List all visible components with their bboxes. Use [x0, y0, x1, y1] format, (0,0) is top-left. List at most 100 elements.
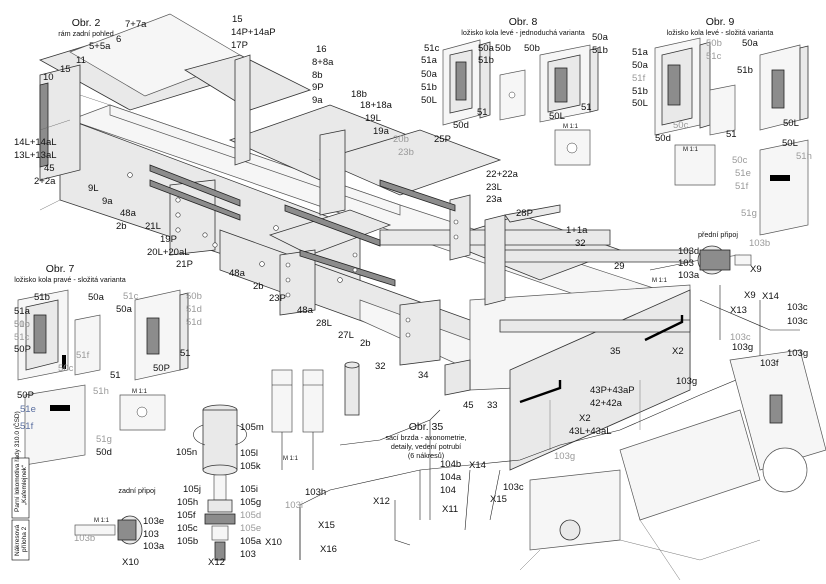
main-part-labels: 7+7a 15 14P+14aP 17P 5+5a 6 16 8+8a 8b 9… — [14, 14, 684, 437]
obr7-part-labels: 51b 50a 51a 50P 50a 51 50P 51 50P 51e 51… — [14, 291, 202, 458]
obr8-bearing-left-simple — [442, 39, 599, 166]
part-label: 10 — [43, 72, 54, 83]
part-label: 105j — [183, 484, 201, 495]
part-label: 2b — [253, 281, 264, 292]
part-label: 51b — [592, 45, 608, 56]
part-label: 103c — [503, 482, 524, 493]
part-label: 105e — [240, 523, 261, 534]
part-label: 28P — [516, 208, 533, 219]
part-label: 50c — [732, 155, 748, 166]
part-label: 18b — [351, 89, 367, 100]
part-label: 51f — [76, 350, 90, 361]
part-label: 51 — [726, 129, 737, 140]
part-label: 105h — [177, 497, 198, 508]
part-label: 105k — [240, 461, 261, 472]
brake-cylinder-assembly — [193, 361, 360, 561]
part-label: X12 — [373, 496, 390, 507]
part-label: 51h — [796, 151, 812, 162]
part-label: 9a — [312, 95, 323, 106]
part-label: 1+1a — [566, 225, 588, 236]
part-label: 103 — [240, 549, 256, 560]
obr35-subtitle-line2: detaily, vedení potrubí — [391, 442, 461, 451]
part-label: 103 — [678, 258, 694, 269]
part-label: 50a — [478, 43, 495, 54]
part-label: 103g — [676, 376, 697, 387]
part-label: 51b — [421, 82, 437, 93]
part-label: 103d — [678, 246, 699, 257]
part-label: 2b — [360, 338, 371, 349]
part-label: X9 — [750, 264, 762, 275]
obr7-bearing-right-complex — [17, 289, 189, 466]
part-label: 50a — [421, 69, 438, 80]
part-label: 51h — [93, 386, 109, 397]
part-label: 43P+43aP — [590, 385, 635, 396]
part-label: 103g — [787, 348, 808, 359]
pipe-part-labels: 103d 103 103a X9 X9 X13 X14 103c 103c 10… — [74, 238, 808, 568]
part-label: 45 — [44, 163, 55, 174]
part-label: 13L+13aL — [14, 150, 57, 161]
part-label: 23a — [486, 194, 503, 205]
part-label: 104a — [440, 472, 462, 483]
part-label: 19L — [365, 113, 381, 124]
part-label: 48a — [297, 305, 314, 316]
part-label: 105a — [240, 536, 262, 547]
scale-label: M 1:1 — [683, 147, 699, 153]
part-label: 45 — [463, 400, 474, 411]
part-label: 50a — [742, 38, 759, 49]
part-label: 15 — [232, 14, 243, 25]
part-label: 50L — [421, 95, 437, 106]
part-label: 51a — [421, 55, 438, 66]
part-label: 51b — [737, 65, 753, 76]
obr35-title: Obr. 35 — [409, 421, 444, 433]
part-label: 51 — [110, 370, 121, 381]
part-label: 103e — [143, 516, 164, 527]
part-label: 51c — [123, 291, 139, 302]
part-label: 14L+14aL — [14, 137, 57, 148]
part-label: 51 — [581, 102, 592, 113]
part-label: 105f — [177, 510, 196, 521]
part-label: 19a — [373, 126, 390, 137]
part-label: 50a — [116, 304, 133, 315]
main-frame-assembly — [38, 13, 691, 471]
part-label: 103i — [285, 500, 303, 511]
part-label: 50a — [632, 60, 649, 71]
brake-part-labels: 105m 105n 105l 105k 105j 105i 105h 105g … — [176, 422, 264, 560]
part-label: X2 — [579, 413, 591, 424]
part-label: 51b — [478, 55, 494, 66]
part-label: 105d — [240, 510, 261, 521]
part-label: 50b — [14, 319, 30, 330]
part-label: 50c — [673, 120, 689, 131]
obr9-title: Obr. 9 — [706, 16, 735, 28]
part-label: 103a — [143, 541, 165, 552]
part-label: 33 — [487, 400, 498, 411]
part-label: 50a — [88, 292, 105, 303]
part-label: 105g — [240, 497, 261, 508]
part-label: 20L+20aL — [147, 247, 190, 258]
part-label: X10 — [265, 537, 282, 548]
part-label: 51 — [477, 107, 488, 118]
part-label: 103f — [760, 358, 779, 369]
part-label: X13 — [730, 305, 747, 316]
obr8-title: Obr. 8 — [509, 16, 538, 28]
part-label: 50b — [524, 43, 540, 54]
part-label: 32 — [575, 238, 586, 249]
part-label: 5+5a — [89, 41, 111, 52]
part-label: X12 — [208, 557, 225, 568]
part-label: 51b — [632, 86, 648, 97]
part-label: 51 — [180, 348, 191, 359]
brake-piping — [74, 245, 826, 581]
part-label: 50d — [453, 120, 469, 131]
part-label: 50a — [592, 32, 609, 43]
part-label: 29 — [614, 261, 625, 272]
part-label: X14 — [762, 291, 779, 302]
part-label: X11 — [442, 504, 458, 515]
part-label: X14 — [469, 460, 486, 471]
obr8-part-labels: 50a 51b 51c 50b 50b 51a 50a 51b 50L 50d … — [421, 32, 609, 131]
scale-label: M 1:1 — [652, 278, 668, 284]
part-label: 21P — [176, 259, 193, 270]
part-label: 50L — [783, 118, 799, 129]
part-label: 50P — [17, 390, 34, 401]
part-label: 51e — [20, 404, 36, 415]
part-label: 50L — [782, 138, 798, 149]
